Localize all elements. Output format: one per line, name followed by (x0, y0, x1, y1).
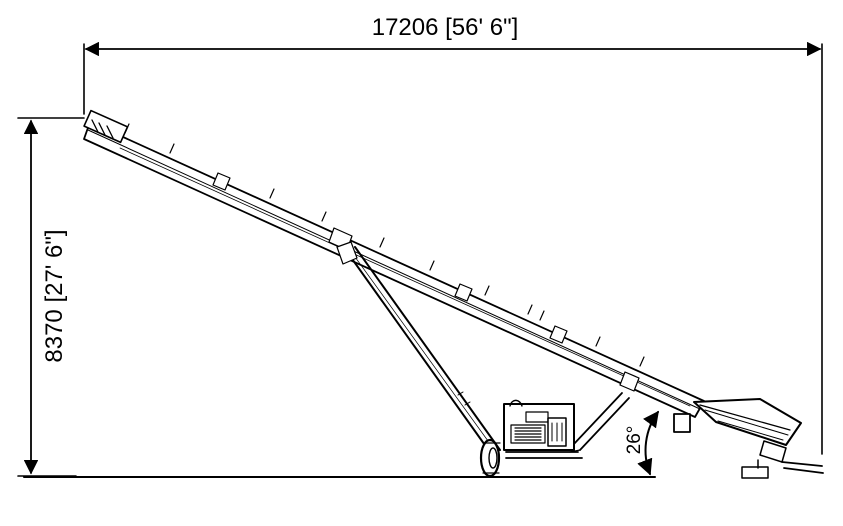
idler (639, 356, 645, 367)
head-pulley (83, 109, 129, 144)
rear-strut-lower (579, 397, 630, 451)
boom-joint-3 (454, 283, 473, 302)
idler (321, 211, 327, 222)
hopper-inner-line (704, 409, 789, 436)
hopper-body (693, 398, 802, 446)
engine-top-detail (509, 399, 523, 407)
idler (539, 310, 545, 321)
support-leg-top-bracket (336, 241, 358, 265)
rear-strut-upper (572, 392, 623, 446)
idler (595, 336, 601, 347)
boom-belt-line (119, 147, 691, 407)
head-pulley-detail (91, 119, 99, 133)
height-dimension: 8370 [27' 6"] (17, 117, 85, 477)
idler (429, 260, 435, 271)
idler (169, 143, 175, 154)
hopper-inner-line (717, 420, 784, 441)
axle-beam-joint (569, 449, 581, 453)
support-leg-tick (464, 401, 471, 406)
support-leg-tick (457, 391, 464, 396)
length-label: 17206 [56' 6"] (372, 14, 519, 41)
conveyor-boom (83, 109, 705, 418)
hopper-drive-box (673, 413, 691, 433)
idler (527, 304, 533, 315)
hopper-skid (781, 461, 823, 467)
rear-strut (505, 392, 630, 459)
head-pulley-detail (98, 122, 106, 136)
engine-unit (503, 399, 575, 451)
boom-joint-4 (549, 325, 568, 344)
idler (484, 285, 490, 296)
hopper-skid (783, 467, 824, 474)
angle-dimension: 26° (624, 410, 659, 476)
boom-joint-5 (619, 371, 640, 392)
support-leg-center (349, 249, 497, 453)
hopper-pad (741, 466, 769, 479)
height-label: 8370 [27' 6"] (41, 229, 68, 362)
support-leg-right (354, 246, 501, 451)
idler (379, 237, 385, 248)
head-pulley-detail (106, 125, 114, 139)
wheel (479, 438, 501, 478)
support-leg (336, 241, 501, 456)
intake-hopper (673, 398, 824, 479)
idler (269, 188, 275, 199)
head-pulley-frame (83, 109, 129, 144)
length-dimension: 17206 [56' 6"] (83, 14, 823, 455)
angle-arc (637, 410, 659, 476)
engine-upper-panel (525, 411, 549, 423)
boom-joint-1 (212, 172, 231, 191)
boom-center-line (87, 129, 701, 410)
wheel-hub (488, 447, 498, 469)
support-leg-left (344, 248, 493, 456)
boom-idlers (124, 123, 645, 367)
angle-label: 26° (624, 426, 645, 455)
hopper-rim (699, 404, 791, 431)
